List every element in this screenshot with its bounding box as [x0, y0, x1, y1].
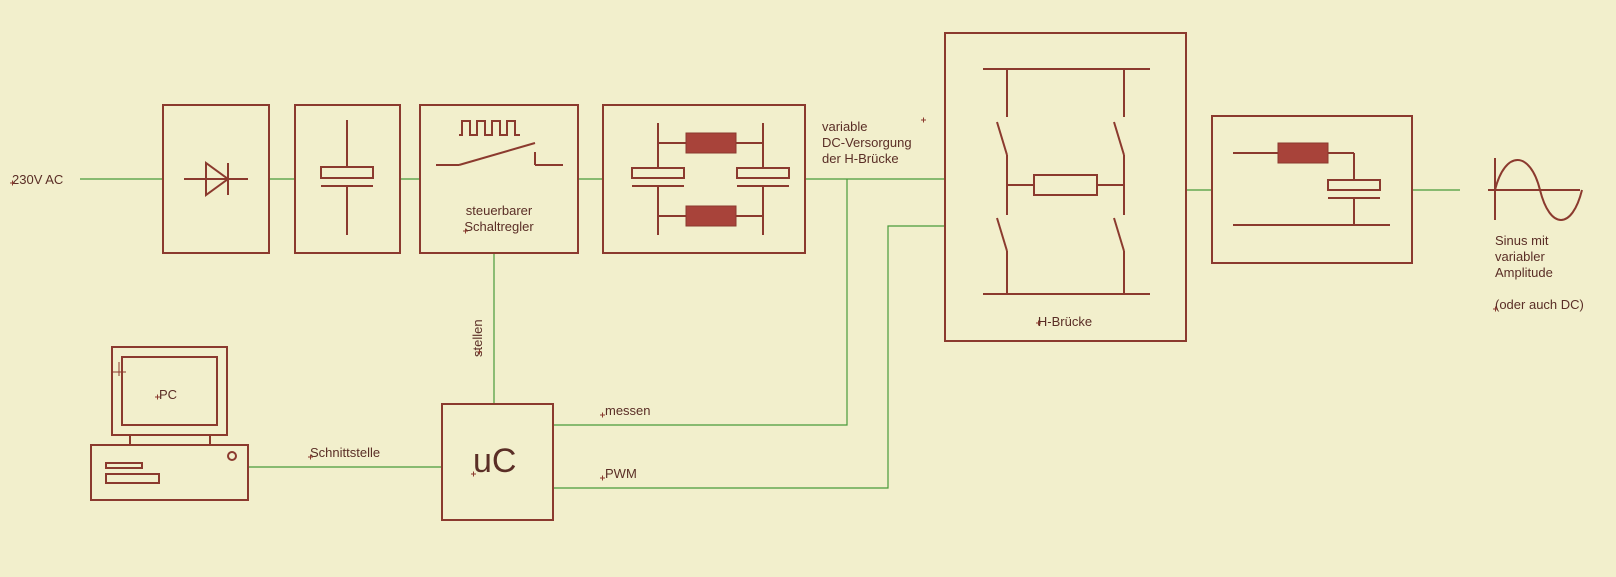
load-icon	[1033, 174, 1098, 196]
output-label-1: Sinus mit	[1495, 233, 1549, 248]
wires	[80, 178, 1460, 489]
stellen-label: stellen	[470, 319, 485, 357]
output-label-3: Amplitude	[1495, 265, 1553, 280]
filter-network-icon	[631, 123, 790, 235]
filter-frame	[602, 104, 806, 254]
output-label-4: (oder auch DC)	[1495, 297, 1584, 312]
resistor-icon	[685, 205, 737, 227]
dc-supply-label-2: DC-Versorgung	[822, 135, 912, 150]
hbridge-frame	[944, 32, 1187, 342]
wire-pwm	[553, 225, 945, 489]
capacitor-block	[294, 104, 401, 254]
regulator-block: steuerbarer Schaltregler	[419, 104, 579, 254]
regulator-label-1: steuerbarer	[466, 203, 533, 218]
uc-block: uC	[441, 403, 554, 521]
output-filter-icon	[1233, 142, 1390, 226]
pwm-waveform-icon	[459, 120, 520, 136]
pc-stand	[129, 434, 211, 446]
output-filter-block	[1211, 115, 1413, 264]
diode-icon	[184, 161, 248, 197]
uc-frame	[441, 403, 554, 521]
dc-supply-label: variable DC-Versorgung der H-Brücke	[822, 119, 912, 166]
filter-block	[602, 104, 806, 254]
input-label: 230V AC	[12, 172, 63, 187]
wire-messen	[553, 179, 848, 426]
output-label: Sinus mit variabler Amplitude (oder auch…	[1495, 233, 1584, 312]
hbridge-label: H-Brücke	[1038, 314, 1092, 329]
resistor-icon	[685, 132, 737, 154]
dc-supply-label-1: variable	[822, 119, 868, 134]
switch-icon	[436, 142, 563, 166]
dc-supply-label-3: der H-Brücke	[822, 151, 899, 166]
hbridge-icon	[983, 68, 1150, 295]
capacitor-icon	[320, 120, 374, 235]
sine-wave-icon	[1488, 158, 1583, 221]
pc-drive-1	[105, 462, 143, 469]
rectifier-frame	[162, 104, 270, 254]
pwm-label: PWM	[605, 466, 637, 481]
pc-case	[90, 444, 249, 501]
regulator-frame	[419, 104, 579, 254]
resistor-icon	[1277, 142, 1329, 164]
pc-icon: PC	[90, 346, 249, 501]
hbridge-block: H-Brücke	[944, 32, 1187, 342]
pc-power-button	[227, 451, 237, 461]
uc-label: uC	[473, 442, 516, 480]
pc-screen	[121, 356, 218, 426]
pc-label: PC	[159, 387, 177, 402]
capacitor-frame	[294, 104, 401, 254]
rectifier-block	[162, 104, 270, 254]
origin-markers	[10, 117, 1498, 481]
output-filter-frame	[1211, 115, 1413, 264]
pc-drive-2	[105, 473, 160, 484]
output-label-2: variabler	[1495, 249, 1546, 264]
messen-label: messen	[605, 403, 651, 418]
schnittstelle-label: Schnittstelle	[310, 445, 380, 460]
regulator-label-2: Schaltregler	[464, 219, 534, 234]
